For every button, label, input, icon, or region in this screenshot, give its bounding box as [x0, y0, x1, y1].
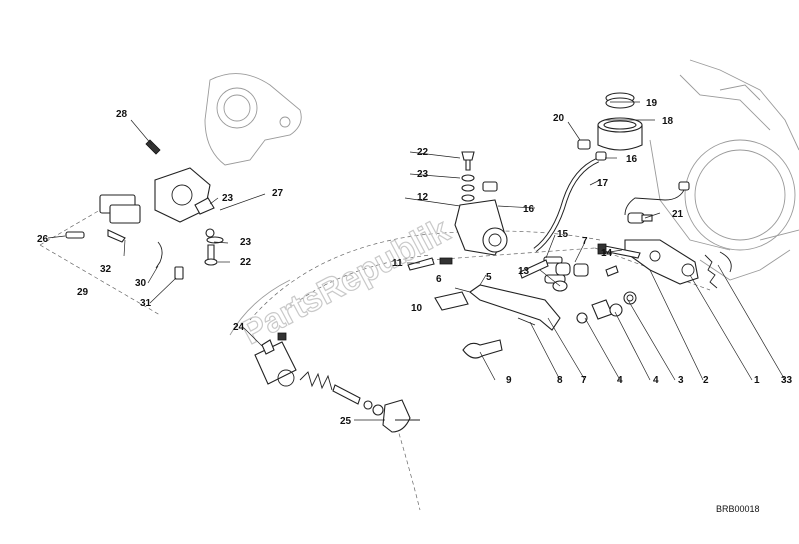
callout-7b: 7 [581, 375, 587, 386]
callout-15: 15 [557, 229, 569, 240]
brake-light-switch [624, 181, 690, 224]
callout-32: 32 [100, 264, 112, 275]
master-cylinder [439, 151, 589, 292]
fasteners [206, 236, 619, 279]
callout-19: 19 [646, 98, 658, 109]
callout-3: 3 [678, 375, 684, 386]
callout-26: 26 [37, 234, 49, 245]
callout-28: 28 [116, 109, 128, 120]
callout-10: 10 [411, 303, 423, 314]
engine-case-outline [649, 59, 799, 281]
callout-9: 9 [506, 375, 512, 386]
callout-30: 30 [135, 278, 147, 289]
callout-20: 20 [553, 113, 565, 124]
callout-23c: 23 [240, 237, 252, 248]
callout-1: 1 [754, 375, 760, 386]
reservoir-hose [533, 157, 600, 252]
callout-5: 5 [486, 272, 492, 283]
callout-21: 21 [672, 209, 684, 220]
callout-23a: 23 [417, 169, 429, 180]
callout-22b: 22 [240, 257, 252, 268]
callout-labels: 28 19 18 20 16 17 21 27 22 23 12 16 23 2… [37, 98, 793, 427]
callout-17: 17 [597, 178, 609, 189]
callout-leaders [47, 101, 786, 421]
callout-14: 14 [601, 248, 613, 259]
callout-23b: 23 [222, 193, 234, 204]
callout-22a: 22 [417, 147, 429, 158]
diagram-code: BRB00018 [716, 504, 760, 514]
rear-caliper [65, 139, 218, 280]
callout-12: 12 [417, 192, 429, 203]
exploded-view-leaders [39, 209, 711, 316]
pedal-bracket [597, 239, 732, 289]
callout-27: 27 [272, 188, 284, 199]
callout-18: 18 [662, 116, 674, 127]
callout-8: 8 [557, 375, 563, 386]
callout-24: 24 [233, 322, 245, 333]
callout-6: 6 [436, 274, 442, 285]
callout-4b: 4 [653, 375, 659, 386]
callout-4a: 4 [617, 375, 623, 386]
callout-16b: 16 [523, 204, 535, 215]
brake-bracket-outline [204, 73, 302, 166]
callout-16a: 16 [626, 154, 638, 165]
callout-29: 29 [77, 287, 89, 298]
callout-33: 33 [781, 375, 793, 386]
brake-fluid-reservoir [577, 92, 643, 161]
callout-11: 11 [392, 258, 403, 269]
brake-hose [208, 72, 559, 226]
brake-pedal [434, 284, 637, 359]
clutch-slave-cylinder [254, 332, 420, 433]
callout-13: 13 [518, 266, 530, 277]
callout-25: 25 [340, 416, 352, 427]
callout-7a: 7 [582, 236, 588, 247]
watermark-text: PartsRepublik [236, 211, 456, 352]
callout-2: 2 [703, 375, 709, 386]
callout-31: 31 [140, 298, 152, 309]
